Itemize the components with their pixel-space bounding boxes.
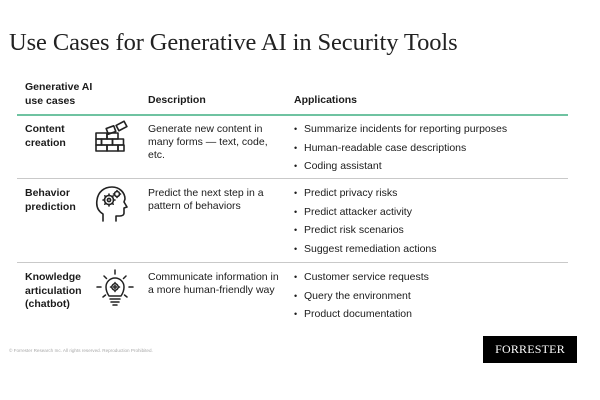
applications-list: Predict privacy risks Predict attacker a…	[294, 187, 437, 261]
copyright-notice: © Forrester Research Inc. All rights res…	[9, 348, 153, 353]
use-case-label-line: Behavior	[25, 187, 70, 199]
header-applications: Applications	[294, 94, 358, 106]
use-case-label-line: (chatbot)	[25, 298, 70, 310]
list-item: Customer service requests	[294, 271, 429, 290]
use-case-label-line: Knowledge	[25, 271, 82, 283]
use-case-label: Behavior prediction	[25, 187, 76, 214]
description-text: Communicate information in a more human-…	[148, 271, 279, 297]
use-case-label-line: prediction	[25, 200, 76, 213]
page-title: Use Cases for Generative AI in Security …	[9, 29, 458, 56]
header-use-cases: Generative AI use cases	[25, 81, 92, 108]
row-divider	[17, 178, 568, 179]
header-use-cases-line2: use cases	[25, 94, 76, 107]
use-case-label: Content creation	[25, 123, 66, 150]
list-item: Suggest remediation actions	[294, 243, 437, 262]
list-item: Summarize incidents for reporting purpos…	[294, 123, 507, 142]
list-item: Predict attacker activity	[294, 206, 437, 225]
logo-text: FORRESTER	[495, 342, 565, 356]
list-item: Coding assistant	[294, 160, 507, 179]
header-description: Description	[148, 94, 206, 106]
list-item: Predict privacy risks	[294, 187, 437, 206]
list-item: Human-readable case descriptions	[294, 142, 507, 161]
header-use-cases-line1: Generative AI	[25, 81, 93, 93]
lightbulb-idea-icon	[96, 269, 134, 306]
list-item: Query the environment	[294, 290, 429, 309]
list-item: Predict risk scenarios	[294, 224, 437, 243]
brick-wall-icon	[95, 120, 128, 152]
description-text: Generate new content in many forms — tex…	[148, 123, 268, 162]
use-case-label-line: creation	[25, 136, 66, 149]
applications-list: Summarize incidents for reporting purpos…	[294, 123, 507, 179]
header-divider	[17, 114, 568, 116]
use-case-label: Knowledge articulation (chatbot)	[25, 271, 82, 312]
row-divider	[17, 262, 568, 263]
use-case-label-line: Content	[25, 123, 65, 135]
applications-list: Customer service requests Query the envi…	[294, 271, 429, 327]
forrester-logo: FORRESTER	[483, 336, 577, 363]
use-case-label-line: articulation	[25, 284, 82, 297]
description-text: Predict the next step in a pattern of be…	[148, 187, 264, 213]
head-with-gears-icon	[95, 186, 128, 222]
list-item: Product documentation	[294, 308, 429, 327]
